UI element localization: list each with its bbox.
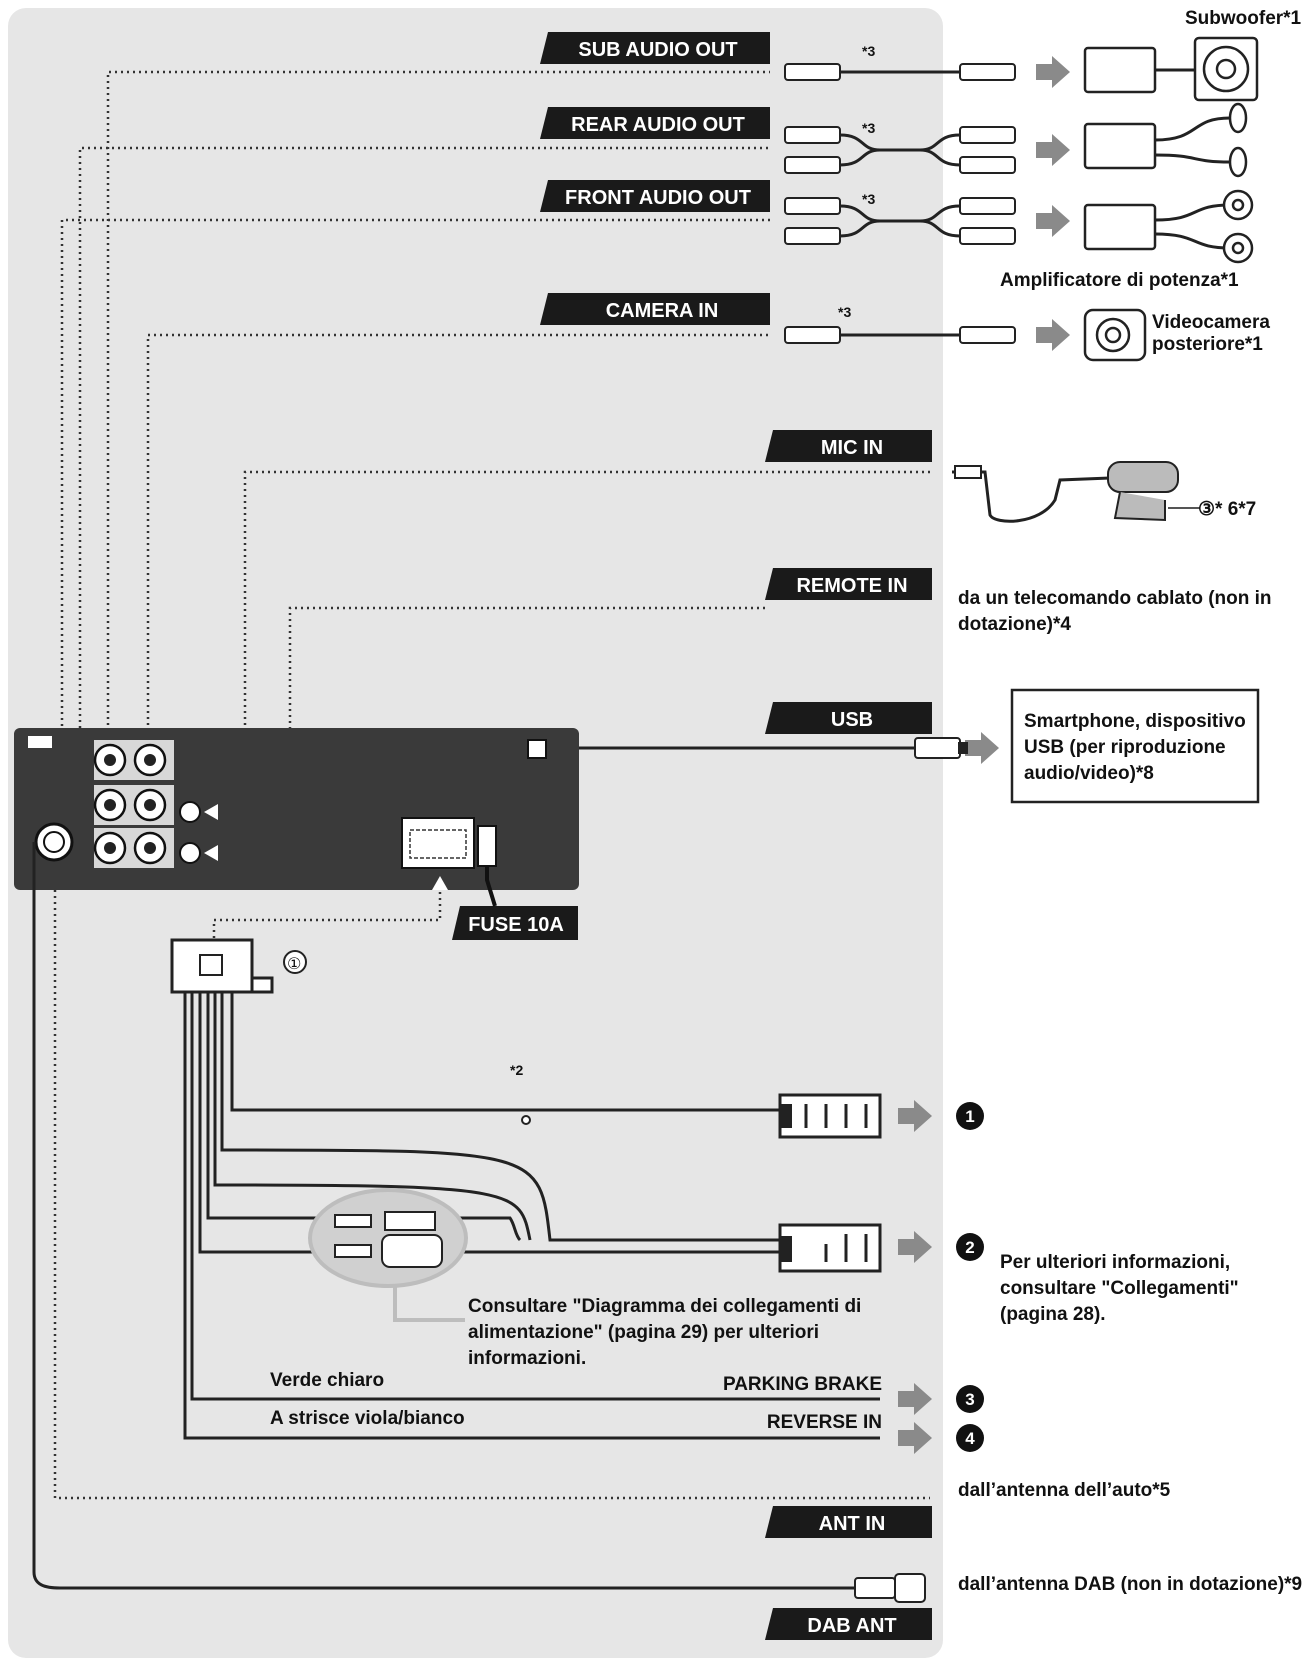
dotted-routes: [53, 70, 930, 1500]
star2-label: *2: [510, 1062, 523, 1078]
more-info-3: (pagina 28).: [1000, 1304, 1106, 1325]
connector-1: [778, 1093, 882, 1139]
svg-text:DAB ANT: DAB ANT: [807, 1615, 896, 1637]
svg-text:REAR AUDIO OUT: REAR AUDIO OUT: [571, 114, 745, 136]
tab-sub-audio-out: SUB AUDIO OUT: [540, 32, 770, 64]
svg-text:3: 3: [965, 1390, 974, 1409]
svg-text:MIC IN: MIC IN: [821, 437, 883, 459]
svg-text:SUB AUDIO OUT: SUB AUDIO OUT: [578, 39, 737, 61]
car-antenna-label: dall’antenna dell’auto*5: [958, 1480, 1171, 1501]
svg-text:*3: *3: [838, 304, 851, 320]
tab-rear-audio-out: REAR AUDIO OUT: [540, 107, 770, 139]
gray-arrows: [898, 56, 1070, 1454]
harness-wires: [183, 992, 880, 1440]
power-note-2: alimentazione" (pagina 29) per ulteriori: [468, 1322, 819, 1343]
power-note-1: Consultare "Diagramma dei collegamenti d…: [468, 1296, 861, 1317]
parking-brake-label: PARKING BRAKE: [723, 1374, 882, 1395]
marker-4: 4: [956, 1424, 984, 1452]
connector-2: [778, 1223, 882, 1273]
remote-label-2: dotazione)*4: [958, 614, 1071, 635]
more-info-2: consultare "Collegamenti": [1000, 1278, 1239, 1299]
mic-ref-label: ③* 6*7: [1198, 499, 1256, 520]
harness-connector: [170, 938, 307, 994]
svg-text:REMOTE IN: REMOTE IN: [796, 575, 907, 597]
tab-dab-ant: DAB ANT: [765, 1608, 932, 1640]
tab-mic-in: MIC IN: [765, 430, 932, 462]
svg-text:USB: USB: [831, 709, 873, 731]
amplifier-label: Amplificatore di potenza*1: [1000, 270, 1239, 291]
numbered-markers: 1 2 3 4: [956, 1102, 984, 1452]
svg-text:FUSE 10A: FUSE 10A: [468, 914, 564, 936]
marker-1: 1: [956, 1102, 984, 1130]
harness-ref-label: ①: [287, 954, 301, 973]
subwoofer-label: Subwoofer*1: [1185, 8, 1302, 29]
svg-text:4: 4: [965, 1429, 975, 1448]
more-info-1: Per ulteriori informazioni,: [1000, 1252, 1230, 1273]
tab-ant-in: ANT IN: [765, 1506, 932, 1538]
marker-3: 3: [956, 1385, 984, 1413]
reverse-in-label: REVERSE IN: [767, 1412, 882, 1433]
svg-text:Smartphone, dispositivo: Smartphone, dispositivo: [1024, 711, 1246, 732]
svg-text:USB (per riproduzione: USB (per riproduzione: [1024, 737, 1226, 758]
rear-camera-icon: [1083, 308, 1147, 362]
tab-camera-in: CAMERA IN: [540, 293, 770, 325]
tab-fuse: FUSE 10A: [452, 906, 578, 940]
dab-cable: [32, 842, 926, 1603]
remote-label-1: da un telecomando cablato (non in: [958, 588, 1272, 609]
rca-cables: [784, 63, 1016, 344]
microphone-icon: [952, 461, 1200, 523]
power-connectors-bubble: [308, 1188, 468, 1322]
camera-label-1: Videocamera: [1152, 312, 1270, 333]
marker-2: 2: [956, 1233, 984, 1261]
svg-text:1: 1: [965, 1107, 974, 1126]
subwoofer-amp-icon: [1083, 36, 1259, 102]
svg-text:*3: *3: [862, 191, 875, 207]
tab-front-audio-out: FRONT AUDIO OUT: [540, 180, 770, 212]
svg-text:audio/video)*8: audio/video)*8: [1024, 763, 1154, 784]
green-wire-label: Verde chiaro: [270, 1370, 384, 1391]
svg-text:FRONT AUDIO OUT: FRONT AUDIO OUT: [565, 187, 751, 209]
usb-device-box: Smartphone, dispositivo USB (per riprodu…: [1010, 688, 1260, 804]
svg-text:ANT IN: ANT IN: [819, 1513, 886, 1535]
svg-text:CAMERA IN: CAMERA IN: [606, 300, 719, 322]
dab-antenna-label: dall’antenna DAB (non in dotazione)*9: [958, 1574, 1302, 1595]
camera-label-2: posteriore*1: [1152, 334, 1263, 355]
power-note-3: informazioni.: [468, 1348, 586, 1369]
rear-amp-speakers-icon: [1083, 102, 1248, 178]
tab-remote-in: REMOTE IN: [765, 568, 932, 600]
rca-star-notes: *3 *3 *3 *3: [838, 43, 875, 320]
front-amp-speakers-icon: [1083, 189, 1254, 264]
star2-marker: [521, 1115, 531, 1125]
svg-text:*3: *3: [862, 120, 875, 136]
usb-cable: [546, 737, 968, 759]
svg-text:*3: *3: [862, 43, 875, 59]
tab-usb: USB: [765, 702, 932, 734]
head-unit: [14, 728, 579, 907]
svg-text:2: 2: [965, 1238, 974, 1257]
violet-wire-label: A strisce viola/bianco: [270, 1408, 465, 1429]
